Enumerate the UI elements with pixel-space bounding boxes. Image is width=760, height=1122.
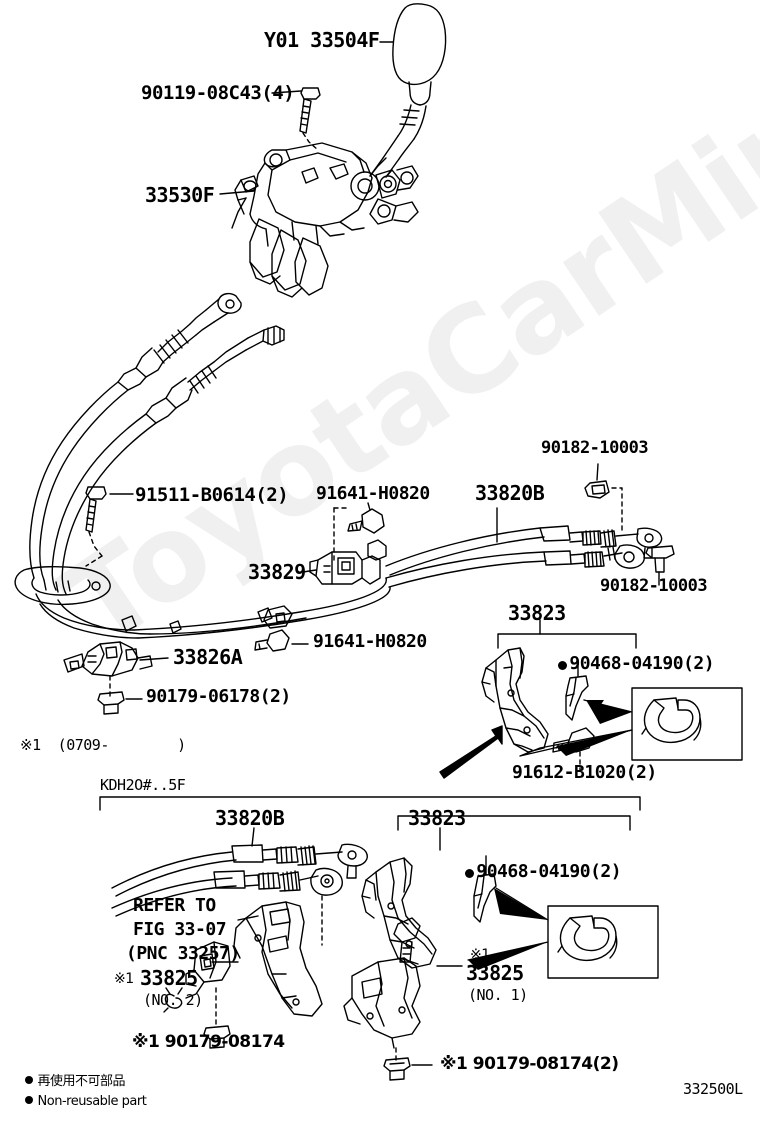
mark-33825-no1: ※1 bbox=[470, 947, 490, 963]
legend-dot-icon-en bbox=[24, 1096, 33, 1104]
pointer-arrow-upper bbox=[439, 725, 503, 779]
label-33825-no2-sub: (NO. 2) bbox=[143, 991, 203, 1009]
label-bracket-bolt-lower: 91641-H0820 bbox=[313, 631, 427, 652]
label-cable-retainer-33826a: 33826A bbox=[173, 645, 243, 669]
label-33825-no1-sub: (NO. 1) bbox=[468, 986, 528, 1004]
leader-33826a bbox=[139, 657, 169, 661]
mid-cable-run-art bbox=[121, 577, 391, 639]
label-nut-left-lower: ※1 90179-08174 bbox=[132, 1032, 285, 1052]
label-clip-upper: 90468-04190(2) bbox=[517, 637, 715, 691]
dashed-knob-screw bbox=[302, 132, 319, 151]
non-reusable-dot-icon bbox=[558, 661, 568, 670]
figure-code: 332500L bbox=[683, 1080, 743, 1098]
leader-refer-fig bbox=[237, 915, 259, 921]
label-nut-right-lower: ※1 90179-08174(2) bbox=[440, 1054, 619, 1074]
legend-dot-icon-jp bbox=[24, 1076, 33, 1084]
label-cable-bracket-33829: 33829 bbox=[248, 560, 306, 584]
label-bracket-bolt-upper: 91641-H0820 bbox=[316, 483, 430, 504]
label-clip-lower: 90468-04190(2) bbox=[424, 845, 622, 899]
label-shift-lever-assy: 33530F bbox=[145, 183, 215, 207]
variant-span-bracket bbox=[99, 796, 641, 811]
label-lower-bracket-33823: 33823 bbox=[408, 806, 466, 830]
knob-screw-art bbox=[299, 87, 321, 134]
label-shift-knob: Y01 33504F bbox=[264, 28, 380, 52]
cable-nut-bottom-art bbox=[645, 545, 675, 573]
mark-33825-no2: ※1 bbox=[114, 971, 134, 987]
lower-bracket-bolt-art bbox=[393, 917, 421, 963]
label-33825-no1: 33825 bbox=[466, 961, 524, 985]
legend-english: Non-reusable part bbox=[10, 1082, 147, 1121]
label-clip-lower-text: 90468-04190(2) bbox=[476, 861, 622, 882]
upper-control-cables-art bbox=[14, 292, 285, 639]
bracket-33825-no2-art bbox=[163, 901, 323, 1017]
variant-heading: KDH2O#..5F bbox=[100, 776, 186, 794]
leader-shift-lever bbox=[219, 190, 255, 195]
rear-control-cable-art bbox=[385, 525, 663, 588]
label-cable-clamp-bolt: 91511-B0614(2) bbox=[135, 484, 289, 506]
bracket-span-33823 bbox=[497, 633, 637, 649]
leader-33829 bbox=[302, 569, 317, 573]
leader-knob-screw bbox=[271, 90, 302, 94]
cable-clamp-bolt-art bbox=[85, 486, 107, 533]
shift-knob-art bbox=[392, 3, 447, 106]
label-refer-line3: (PNC 33257) bbox=[126, 943, 240, 964]
label-bracket-bolt-91612: 91612-B1020(2) bbox=[512, 762, 657, 783]
legend-japanese-text: 再使用不可部品 bbox=[37, 1074, 126, 1089]
label-control-cable-33820b: 33820B bbox=[475, 481, 545, 505]
nut-left-lower-art bbox=[203, 1025, 231, 1049]
bracket-bolt-lower-art bbox=[254, 629, 290, 652]
label-bracket-33823: 33823 bbox=[508, 601, 566, 625]
detail-box-lower bbox=[547, 905, 659, 979]
label-refer-line2: FIG 33-07 bbox=[133, 919, 227, 940]
detail-box-upper bbox=[631, 687, 743, 761]
label-cable-nut-top: 90182-10003 bbox=[541, 438, 649, 458]
label-lower-control-cable: 33820B bbox=[215, 806, 285, 830]
label-cable-nut-bottom: 90182-10003 bbox=[600, 576, 708, 596]
bracket-33823-upper-art bbox=[481, 647, 549, 753]
cable-nut-top-art bbox=[584, 480, 610, 499]
bracket-bolt-upper-art bbox=[347, 508, 385, 534]
label-33825-no2: 33825 bbox=[140, 966, 198, 990]
label-clip-upper-text: 90468-04190(2) bbox=[569, 653, 715, 674]
cable-retainer-33826a-art bbox=[63, 641, 153, 677]
label-knob-screw: 90119-08C43(4) bbox=[141, 82, 295, 104]
leader-lower-cable bbox=[251, 827, 255, 847]
clip-upper-art bbox=[565, 675, 589, 721]
label-retainer-nut: 90179-06178(2) bbox=[146, 686, 291, 707]
legend-japanese: 再使用不可部品 bbox=[10, 1062, 126, 1101]
retainer-nut-art bbox=[97, 691, 125, 715]
note-date-range: ※1 (0709- ) bbox=[20, 736, 186, 754]
legend-english-text: Non-reusable part bbox=[37, 1094, 147, 1109]
leader-bolt-upper bbox=[367, 502, 371, 511]
clip-lower-art bbox=[473, 873, 497, 923]
label-refer-line1: REFER TO bbox=[133, 895, 216, 916]
leader-nut-top bbox=[596, 463, 599, 481]
non-reusable-dot-icon-2 bbox=[465, 869, 475, 878]
cable-bracket-33829-art bbox=[309, 539, 387, 585]
nut-right-lower-art bbox=[383, 1057, 411, 1081]
bracket-33823-lower-art bbox=[343, 857, 437, 1049]
bracket-span-33823-lower bbox=[397, 815, 631, 831]
shift-lever-assembly-art bbox=[231, 142, 419, 298]
lower-control-cable-art bbox=[111, 843, 368, 917]
